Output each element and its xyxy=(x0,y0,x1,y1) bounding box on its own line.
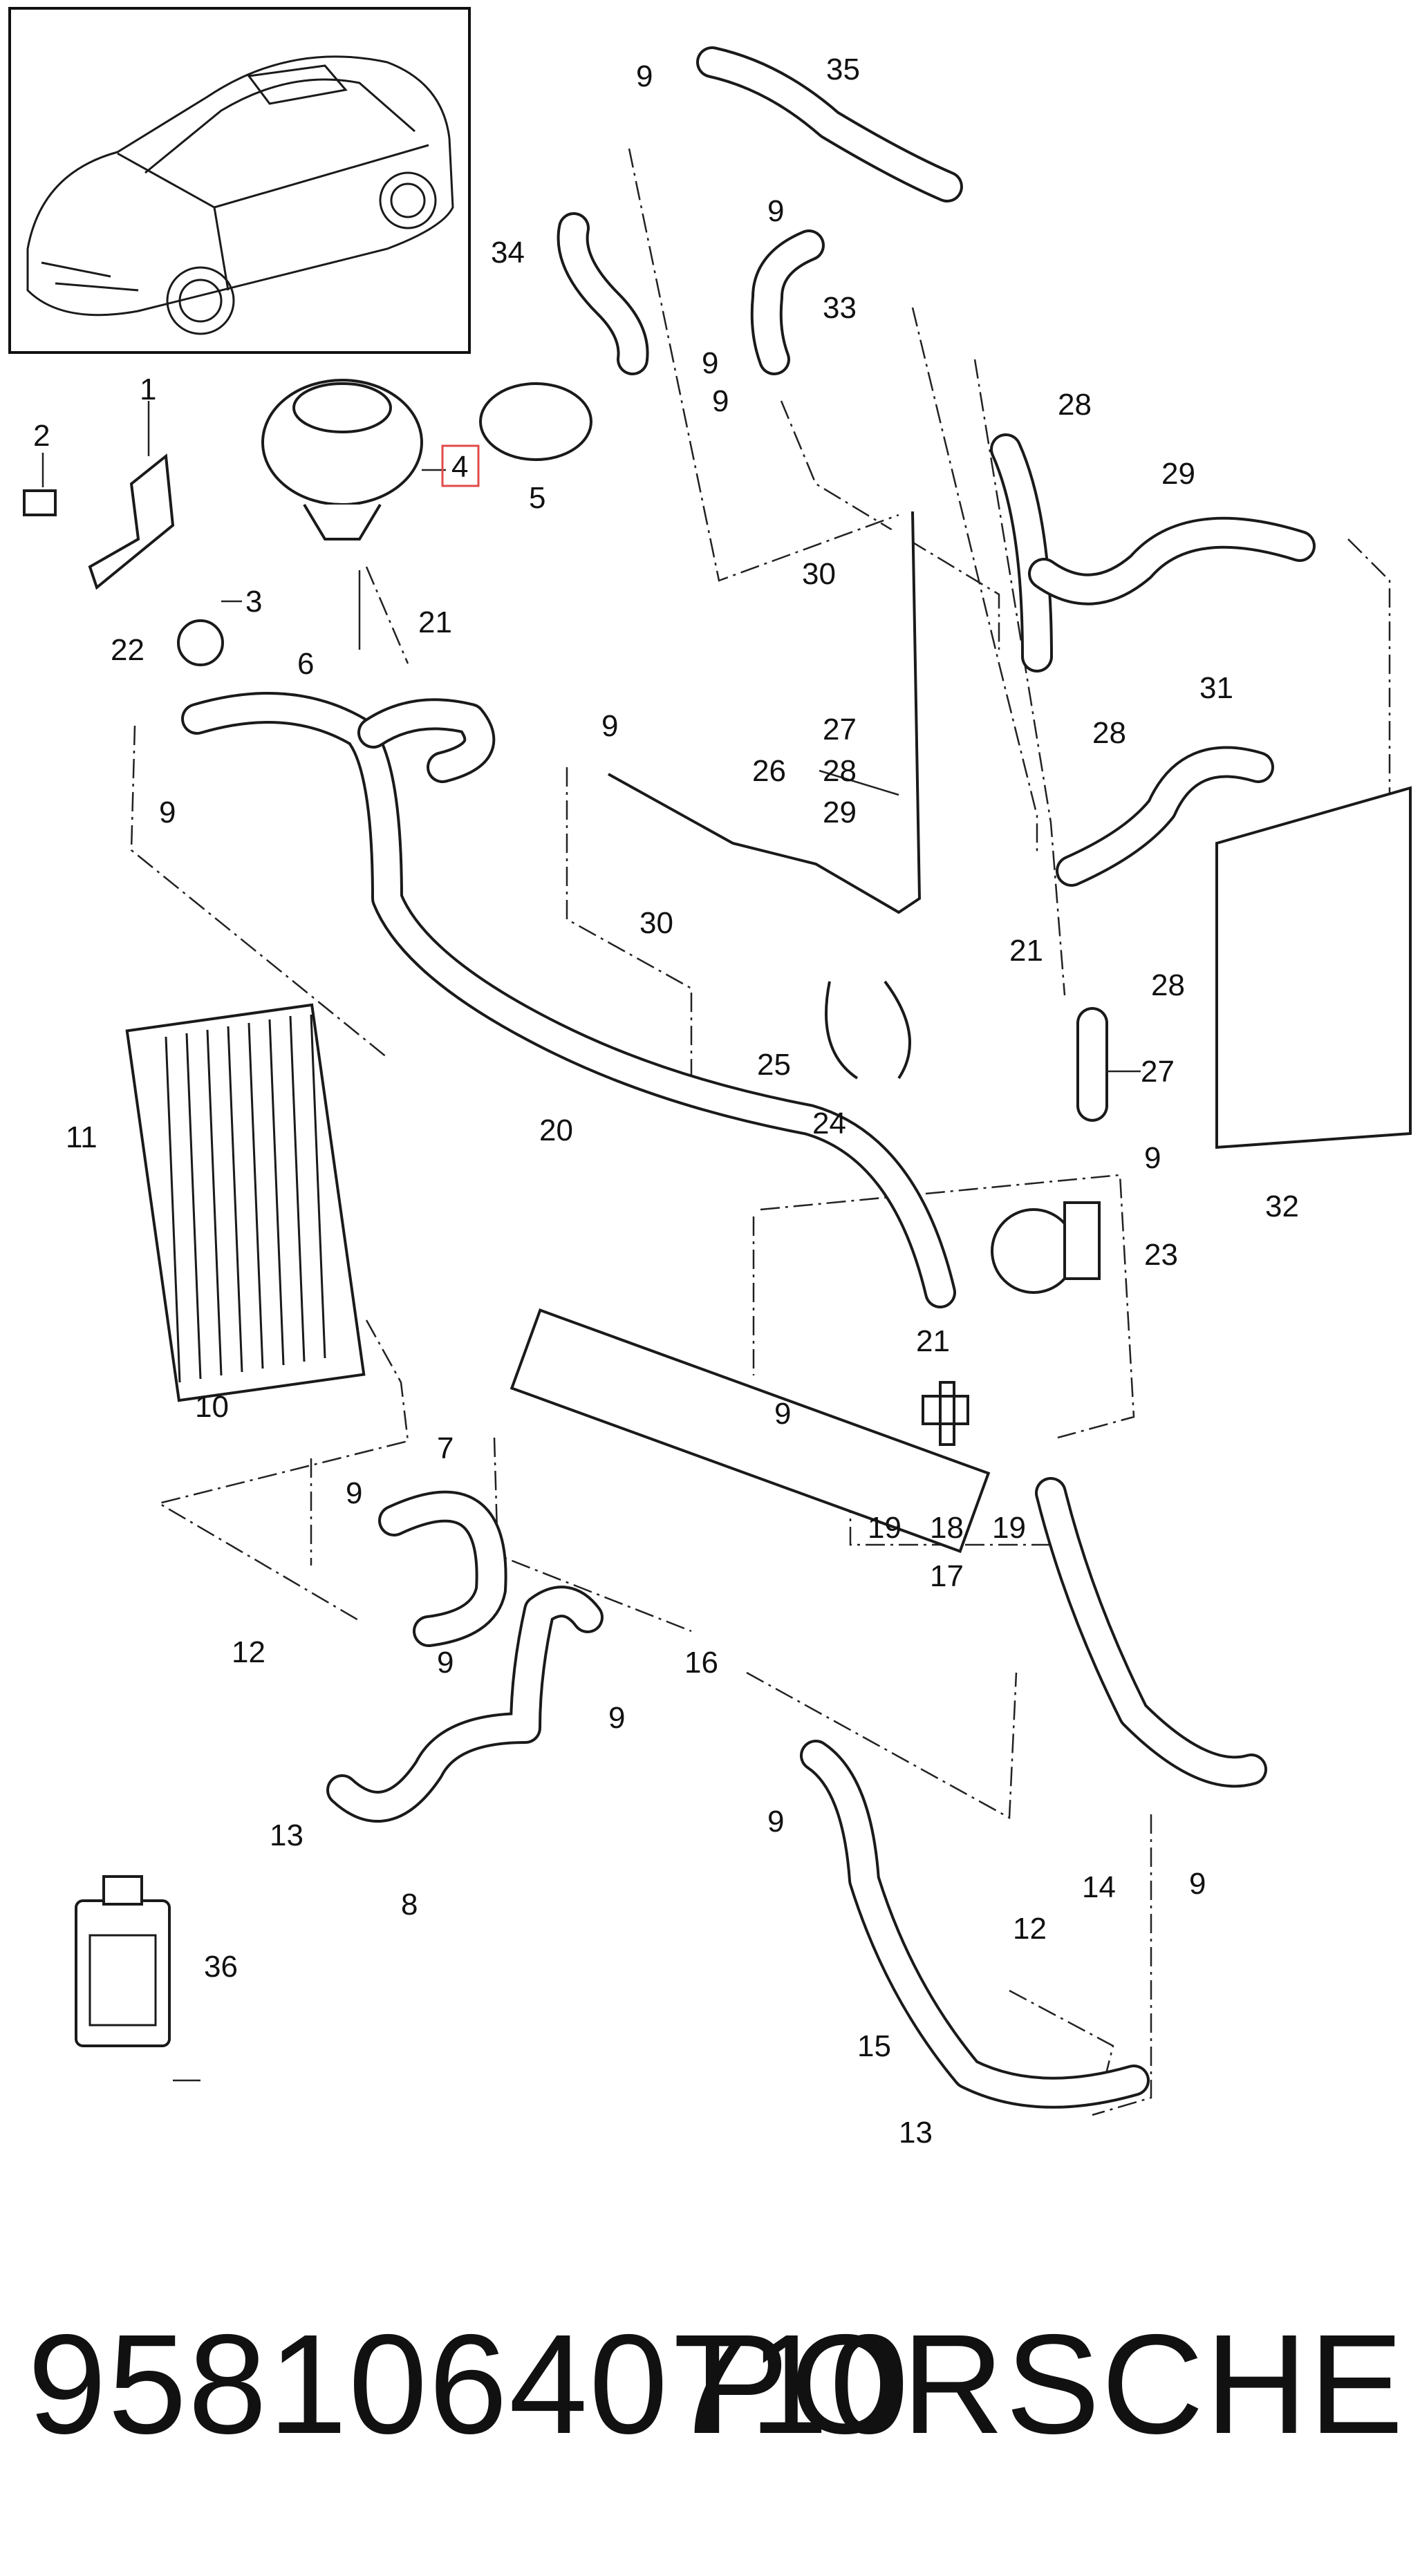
brand-name: PORSCHE xyxy=(694,2305,1405,2463)
bracket-24 xyxy=(825,980,911,1080)
callout-29a: 29 xyxy=(823,796,857,829)
leader-lines xyxy=(41,401,1141,2082)
callout-22: 22 xyxy=(111,633,144,667)
callout-13b: 13 xyxy=(899,2116,933,2150)
callout-25: 25 xyxy=(757,1048,791,1082)
callout-10: 10 xyxy=(195,1390,229,1424)
callout-7: 7 xyxy=(437,1431,454,1465)
callout-16: 16 xyxy=(684,1646,718,1680)
callout-9g: 9 xyxy=(1144,1141,1161,1175)
callout-30a: 30 xyxy=(802,557,836,591)
callout-9b: 9 xyxy=(767,194,784,228)
parts xyxy=(23,379,1412,2047)
callout-12b: 12 xyxy=(1013,1912,1047,1946)
callout-19b: 19 xyxy=(992,1511,1026,1545)
pump-23 xyxy=(991,1208,1076,1294)
callout-11: 11 xyxy=(66,1120,97,1154)
callout-2: 2 xyxy=(33,419,50,453)
radiator-10 xyxy=(125,1003,366,1402)
callout-18: 18 xyxy=(930,1511,964,1545)
callout-9l: 9 xyxy=(767,1805,784,1839)
callout-labels: 1 2 3 4 5 6 7 8 9 9 9 9 9 9 9 9 9 9 9 9 … xyxy=(33,53,1299,2150)
callout-36: 36 xyxy=(204,1950,238,1984)
callout-9k: 9 xyxy=(608,1701,625,1735)
callout-15: 15 xyxy=(857,2029,891,2063)
callout-21b: 21 xyxy=(1009,934,1043,968)
callout-8: 8 xyxy=(401,1888,418,1921)
callout-9h: 9 xyxy=(774,1397,791,1431)
callout-30b: 30 xyxy=(639,906,673,940)
callout-9e: 9 xyxy=(159,796,176,829)
callout-9f: 9 xyxy=(601,709,618,743)
callout-27b: 27 xyxy=(1141,1055,1175,1089)
bracket-1 xyxy=(88,453,175,590)
footer: 95810640710 PORSCHE xyxy=(0,2281,1420,2488)
callout-28b: 28 xyxy=(1058,388,1092,422)
callout-9j: 9 xyxy=(437,1646,454,1680)
callout-9d: 9 xyxy=(712,384,729,418)
callout-17: 17 xyxy=(930,1559,964,1593)
callout-28d: 28 xyxy=(1151,968,1185,1002)
callout-20: 20 xyxy=(539,1113,573,1147)
callout-9a: 9 xyxy=(636,59,653,93)
vehicle-thumbnail xyxy=(8,7,471,354)
cap-22 xyxy=(177,619,224,666)
callout-29b: 29 xyxy=(1161,457,1195,491)
callout-12a: 12 xyxy=(232,1635,265,1669)
tank-cap-5 xyxy=(479,382,592,461)
callout-4-highlight xyxy=(441,444,480,487)
pipe-26 xyxy=(608,511,922,914)
callout-14: 14 xyxy=(1082,1870,1116,1904)
callout-33: 33 xyxy=(823,291,857,325)
callout-28c: 28 xyxy=(1092,716,1126,750)
hoses xyxy=(181,46,1316,2109)
part-number: 95810640710 xyxy=(28,2305,910,2463)
callout-1: 1 xyxy=(140,373,156,406)
callout-27a: 27 xyxy=(823,713,857,746)
callout-19a: 19 xyxy=(868,1511,901,1545)
callout-34: 34 xyxy=(491,236,525,270)
callout-5: 5 xyxy=(529,481,545,515)
t-piece-18 xyxy=(922,1381,969,1446)
callout-4: 4 xyxy=(451,450,468,484)
coolant-system-exploded-diagram: 1 2 3 4 5 6 7 8 9 9 9 9 9 9 9 9 9 9 9 9 … xyxy=(8,7,1412,2150)
callout-9m: 9 xyxy=(1189,1867,1206,1901)
callout-21a: 21 xyxy=(418,605,452,639)
callout-26: 26 xyxy=(752,754,786,788)
radiator-32 xyxy=(1215,786,1412,1149)
callout-35: 35 xyxy=(826,53,860,86)
callout-13a: 13 xyxy=(270,1818,303,1852)
callout-3: 3 xyxy=(245,585,262,619)
connector-2 xyxy=(23,489,57,516)
cooler-16 xyxy=(510,1308,991,1553)
callout-9c: 9 xyxy=(702,346,718,380)
callout-24: 24 xyxy=(812,1107,846,1140)
callout-32: 32 xyxy=(1265,1190,1299,1223)
callout-9i: 9 xyxy=(346,1476,362,1510)
callout-31: 31 xyxy=(1199,671,1233,705)
callout-6: 6 xyxy=(297,647,314,681)
callout-28a: 28 xyxy=(823,754,857,788)
callout-21c: 21 xyxy=(916,1324,950,1358)
callout-23: 23 xyxy=(1144,1238,1178,1272)
